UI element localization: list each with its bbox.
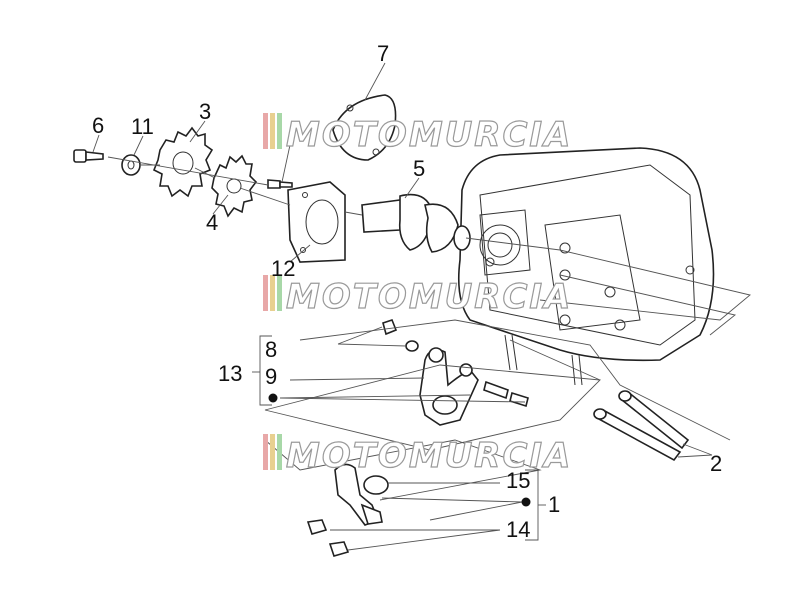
bullet-dot-13 xyxy=(268,393,278,403)
valve-guides-2 xyxy=(593,390,690,462)
camshaft-5 xyxy=(361,193,471,253)
callout-5: 5 xyxy=(413,156,425,181)
callout-12: 12 xyxy=(271,256,295,281)
callout-6: 6 xyxy=(92,113,104,138)
callout-15: 15 xyxy=(506,468,530,493)
cylinder-head xyxy=(457,147,715,386)
callout-7: 7 xyxy=(377,41,389,66)
watermark-text: MOTOMURCIA xyxy=(286,115,572,155)
watermark-text: MOTOMURCIA xyxy=(286,436,572,476)
callout-4: 4 xyxy=(206,210,218,235)
bolt-6 xyxy=(73,149,104,163)
callout-leaders xyxy=(92,62,713,551)
flange-12 xyxy=(267,179,346,263)
callout-2: 2 xyxy=(710,451,722,476)
callout-3: 3 xyxy=(199,99,211,124)
watermark-3: MOTOMURCIA xyxy=(263,434,572,477)
callout-9: 9 xyxy=(265,364,277,389)
rocker-assembly-lower xyxy=(306,463,389,557)
bracket-13 xyxy=(252,335,272,406)
bracket-1 xyxy=(525,469,546,541)
rocker-assembly-upper xyxy=(382,319,529,426)
cover-plate-7 xyxy=(332,94,397,161)
callout-1: 1 xyxy=(548,492,560,517)
callout-13: 13 xyxy=(218,361,242,386)
washer-11 xyxy=(121,154,141,176)
callout-11: 11 xyxy=(131,114,154,139)
watermark-text: MOTOMURCIA xyxy=(286,277,572,317)
watermark-2: MOTOMURCIA xyxy=(263,275,572,318)
gear-3 xyxy=(152,126,214,198)
watermark-1: MOTOMURCIA xyxy=(263,113,572,156)
callout-8: 8 xyxy=(265,337,277,362)
callout-14: 14 xyxy=(506,517,530,542)
bullet-dot-1 xyxy=(521,497,531,507)
assembly-guide-lines xyxy=(107,156,751,501)
